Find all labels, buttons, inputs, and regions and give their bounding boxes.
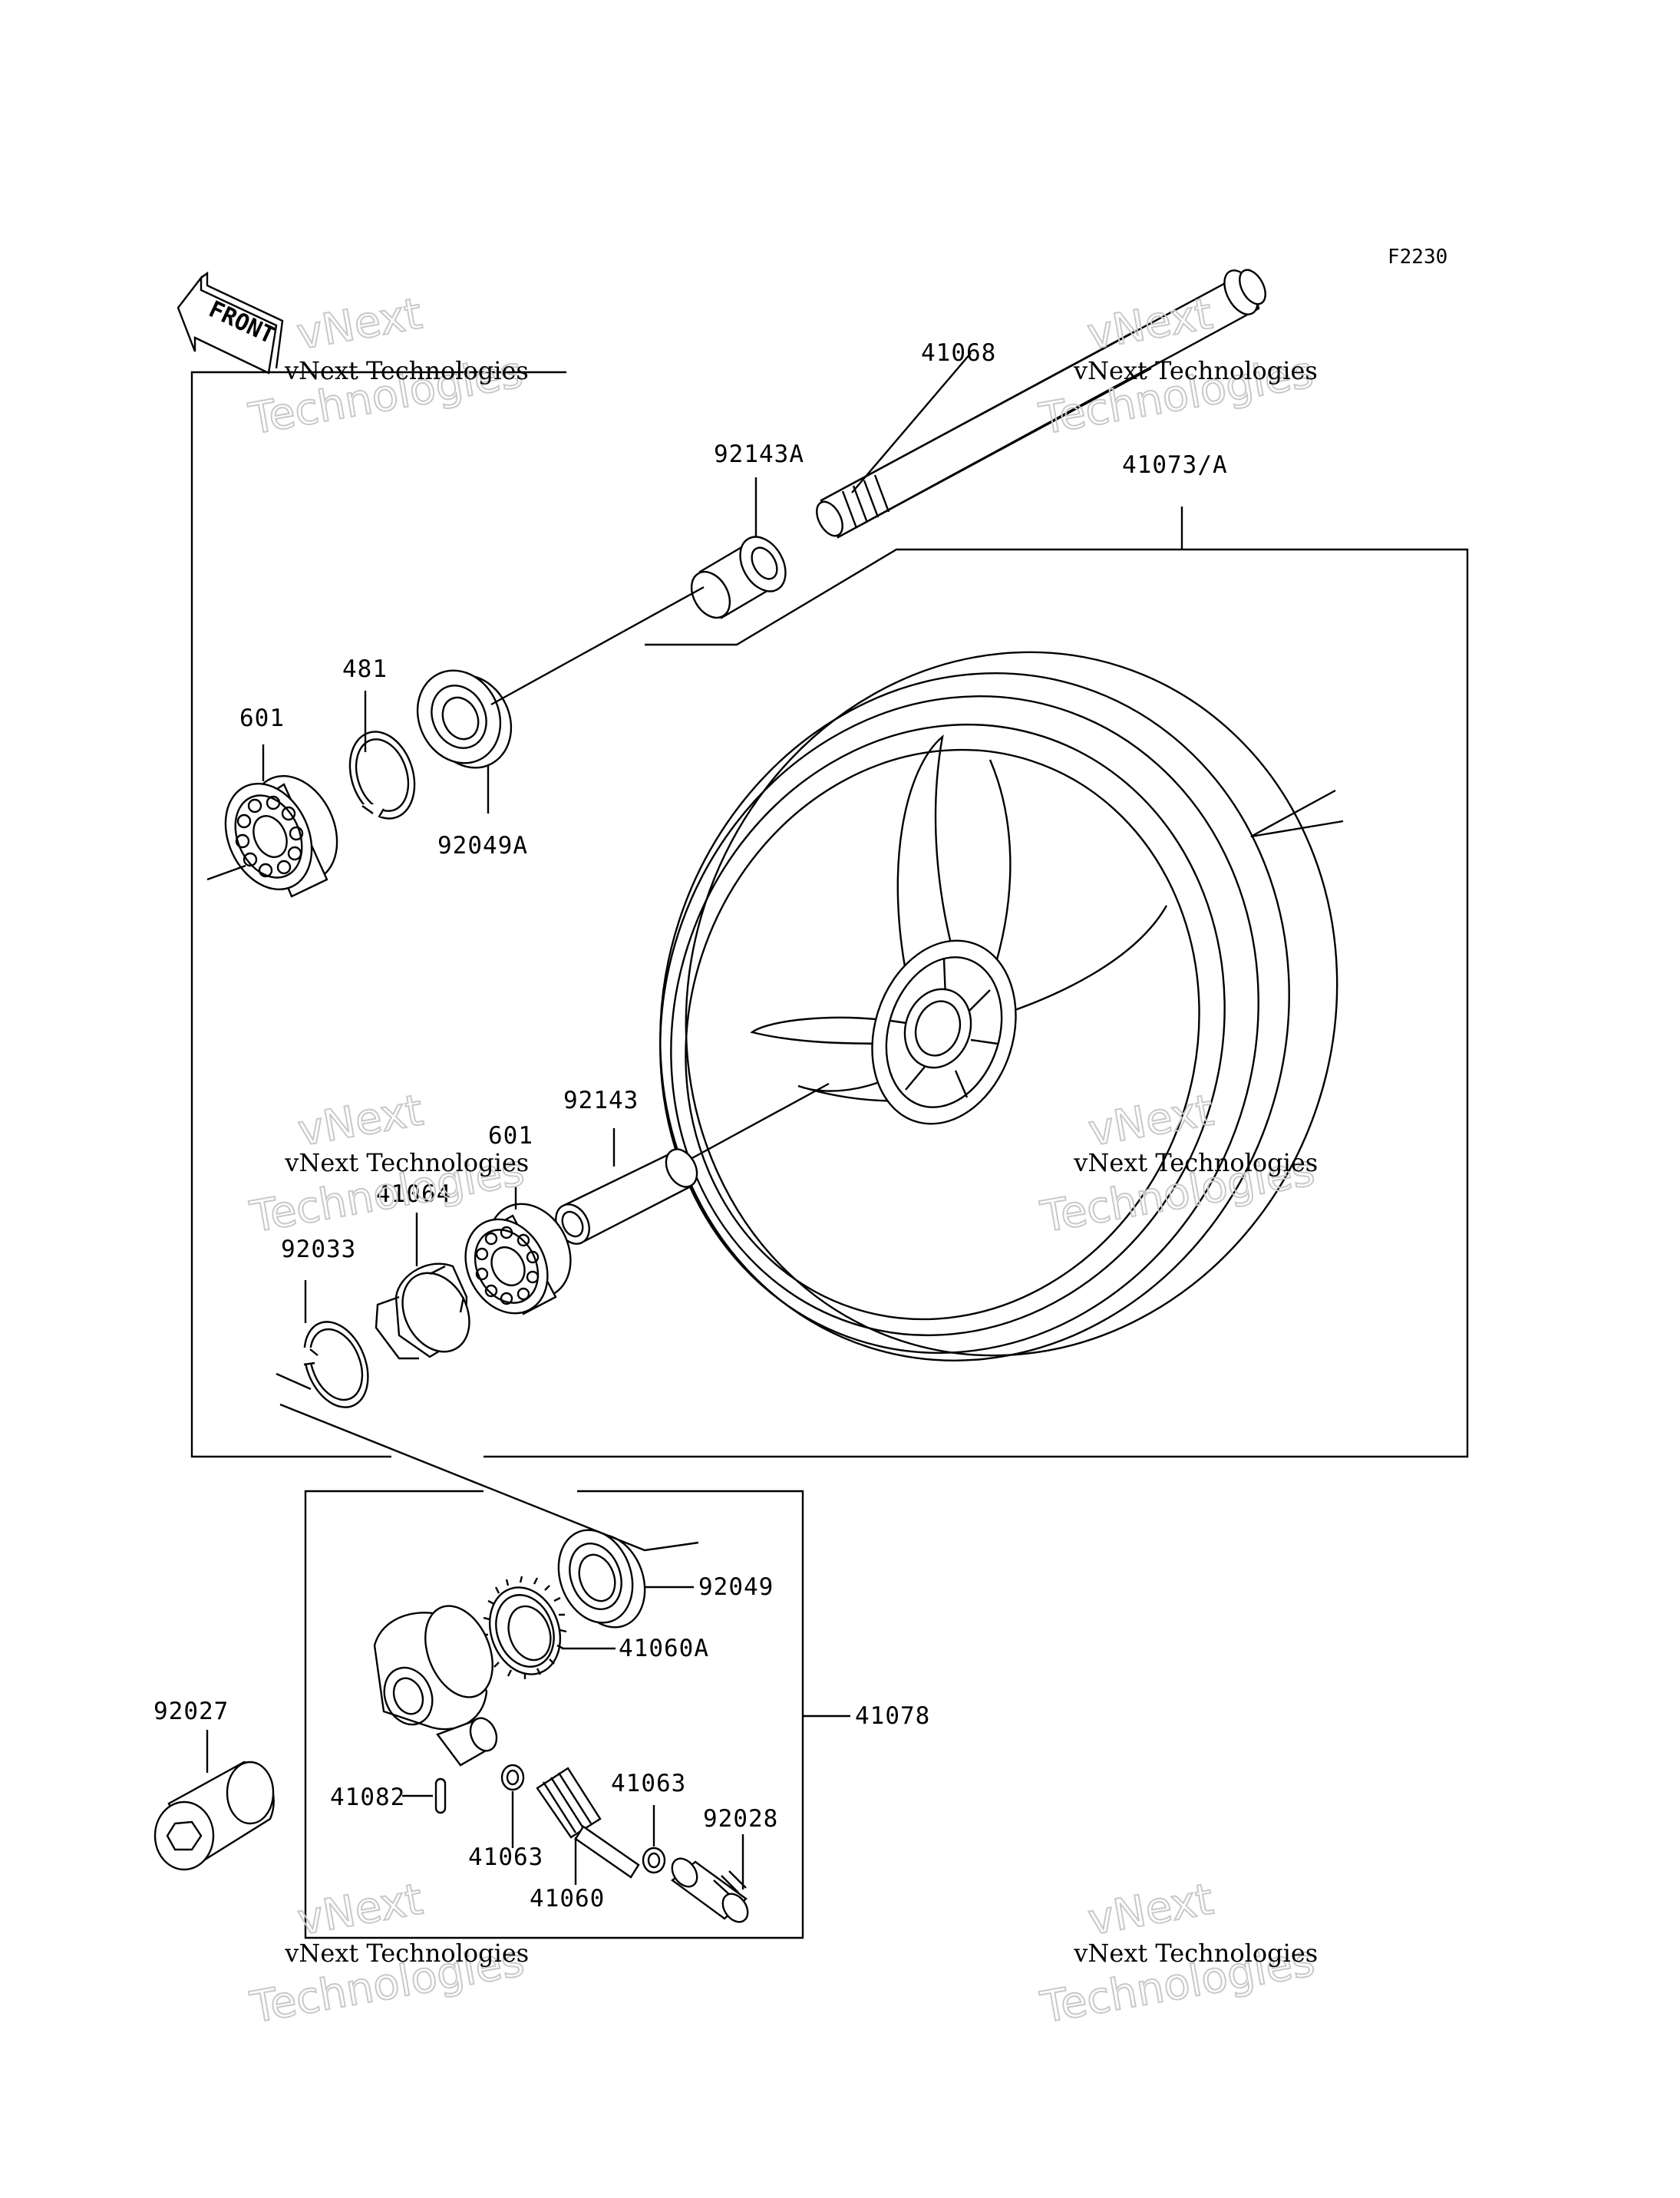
label-41060: 41060 — [530, 1885, 605, 1913]
svg-text:vNext Technologies: vNext Technologies — [284, 1939, 529, 1968]
gear-41060A — [482, 1576, 567, 1679]
label-41078: 41078 — [855, 1702, 930, 1730]
svg-text:vNext Technologies: vNext Technologies — [1073, 356, 1318, 385]
label-41068: 41068 — [921, 339, 996, 367]
label-92143A: 92143A — [714, 441, 804, 468]
label-92049A: 92049A — [437, 832, 528, 860]
svg-text:vNext: vNext — [294, 1874, 426, 1945]
axle-41068 — [816, 269, 1266, 539]
label-601-bottom: 601 — [488, 1122, 533, 1150]
label-92027: 92027 — [153, 1698, 229, 1725]
label-601-top: 601 — [239, 705, 285, 732]
socket-tool-92027 — [153, 1761, 275, 1871]
washer-41063-left — [500, 1764, 525, 1791]
svg-text:vNext Technologies: vNext Technologies — [1073, 1939, 1318, 1968]
label-92143: 92143 — [563, 1087, 639, 1114]
oil-seal-92049 — [557, 1529, 646, 1629]
watermark-bottom-right: vNext Technologies vNext Technologies — [1036, 1873, 1319, 2034]
front-direction-arrow-icon: FRONT — [177, 271, 284, 375]
svg-text:vNext Technologies: vNext Technologies — [1073, 1148, 1318, 1177]
speedometer-gear-housing-41078 — [373, 1605, 498, 1767]
washer-41063-right — [642, 1847, 666, 1874]
collar-92143A — [690, 536, 787, 619]
pinion-41060 — [536, 1767, 640, 1879]
circlip-92033 — [301, 1321, 369, 1408]
bearing-601-top — [224, 774, 338, 898]
label-41060A: 41060A — [619, 1635, 709, 1662]
wheel-41073-A — [659, 651, 1338, 1361]
label-41063-right: 41063 — [611, 1770, 686, 1797]
part-labels: 41068 92143A 41073/A 481 601 92049A 9214… — [153, 339, 1228, 1913]
bushing-92028 — [671, 1857, 749, 1923]
label-92049: 92049 — [698, 1573, 774, 1601]
label-41063-left: 41063 — [468, 1843, 543, 1871]
svg-text:vNext: vNext — [1084, 289, 1216, 359]
label-92033: 92033 — [281, 1236, 356, 1263]
svg-text:vNext: vNext — [293, 289, 425, 359]
collar-92143 — [555, 1148, 698, 1245]
label-41064: 41064 — [376, 1180, 451, 1208]
circlip-481 — [348, 731, 416, 820]
svg-text:vNext: vNext — [295, 1085, 427, 1156]
watermark-top-right: vNext Technologies vNext Technologies — [1035, 288, 1318, 445]
speedometer-gear-frame — [304, 1490, 804, 1939]
svg-text:vNext Technologies: vNext Technologies — [284, 356, 529, 385]
oil-seal-92049A — [416, 669, 513, 769]
svg-text:vNext: vNext — [1084, 1874, 1216, 1945]
label-41082: 41082 — [330, 1784, 405, 1811]
watermark-bottom-left: vNext Technologies vNext Technologies — [246, 1873, 529, 2034]
bearing-601-bottom — [464, 1203, 572, 1315]
pin-41082 — [434, 1777, 447, 1814]
svg-text:vNext Technologies: vNext Technologies — [284, 1148, 529, 1177]
leader-lines — [206, 352, 1344, 1889]
label-481: 481 — [342, 655, 388, 683]
diagram-code: F2230 — [1388, 246, 1447, 269]
label-41073-A: 41073/A — [1122, 451, 1228, 479]
watermark-mid-left: vNext Technologies vNext Technologies — [246, 1084, 529, 1243]
label-92028: 92028 — [703, 1805, 778, 1833]
gear-drive-41064 — [375, 1262, 470, 1360]
